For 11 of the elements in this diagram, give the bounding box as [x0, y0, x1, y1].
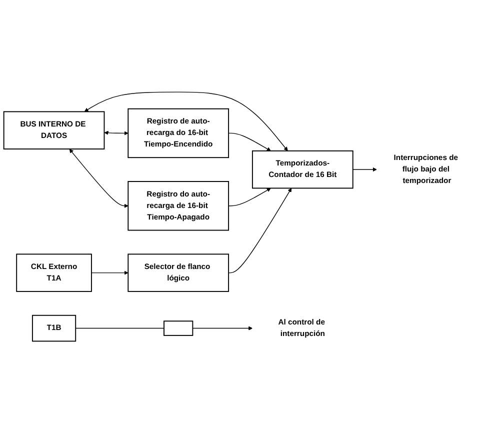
- arrow: [228, 188, 292, 274]
- connector: [75, 328, 164, 329]
- arrow: [228, 188, 271, 206]
- arrow: [352, 167, 377, 172]
- arrow: [69, 148, 128, 208]
- arrow: [192, 326, 253, 330]
- node-box: [164, 320, 194, 336]
- arrow: [104, 130, 128, 136]
- arrow: [228, 132, 271, 152]
- arrow: [84, 92, 288, 152]
- arrow: [91, 270, 128, 275]
